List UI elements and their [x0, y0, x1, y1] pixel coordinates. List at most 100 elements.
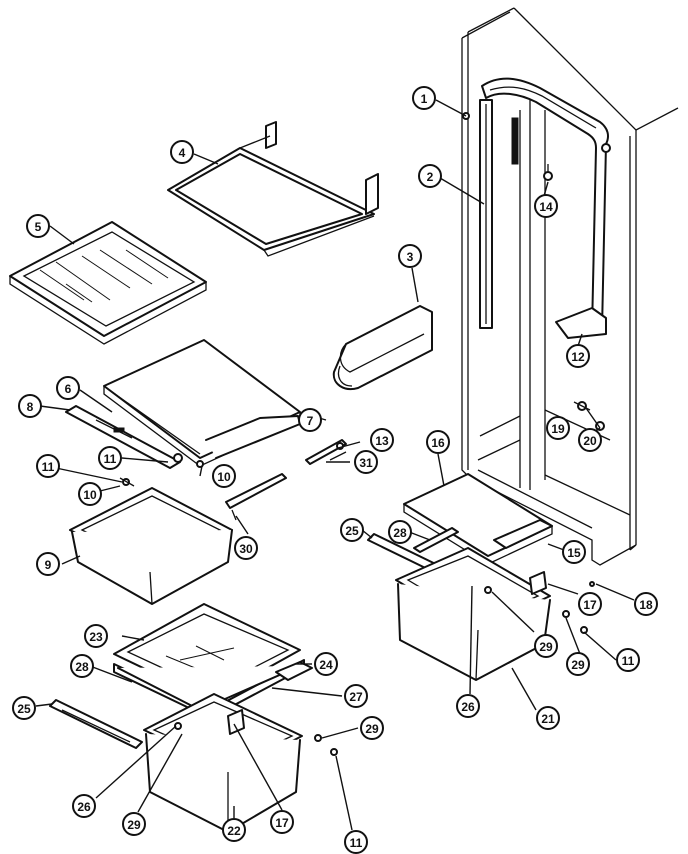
callout-label: 26: [77, 800, 91, 814]
callout-label: 28: [393, 526, 407, 540]
callout-label: 3: [407, 250, 414, 264]
callout-label: 10: [217, 470, 231, 484]
callout-label: 27: [349, 690, 363, 704]
refrigerator-cabinet: [461, 7, 679, 566]
callout-c5: 5: [26, 214, 50, 238]
callout-circle: [314, 652, 338, 676]
callout-label: 14: [539, 200, 553, 214]
callout-circle: [412, 86, 436, 110]
callout-circle: [344, 830, 368, 854]
callout-circle: [634, 592, 658, 616]
callout-c26b: 26: [72, 794, 96, 818]
callout-c25b: 25: [340, 518, 364, 542]
callout-label: 20: [583, 434, 597, 448]
callout-c11d: 11: [344, 830, 368, 854]
callout-circle: [578, 592, 602, 616]
callout-label: 26: [461, 700, 475, 714]
callout-label: 21: [541, 712, 555, 726]
callout-c1: 1: [412, 86, 436, 110]
callout-label: 12: [571, 350, 585, 364]
callout-circle: [426, 430, 450, 454]
callout-circle: [298, 408, 322, 432]
callout-circle: [36, 552, 60, 576]
callout-c10b: 10: [78, 482, 102, 506]
callout-circle: [340, 518, 364, 542]
callout-circle: [354, 450, 378, 474]
callout-label: 25: [17, 702, 31, 716]
callout-c28b: 28: [388, 520, 412, 544]
crisper-pan-9: [69, 487, 233, 605]
fasteners-10-11-left: [119, 453, 204, 487]
callout-circle: [344, 684, 368, 708]
callout-circle: [234, 536, 258, 560]
callout-circle: [222, 818, 246, 842]
callout-label: 18: [639, 598, 653, 612]
callout-c4: 4: [170, 140, 194, 164]
callout-label: 11: [104, 452, 117, 466]
callout-c21: 21: [536, 706, 560, 730]
callout-c29c: 29: [360, 716, 384, 740]
crisper-pan-22: [143, 693, 338, 833]
callout-label: 24: [319, 658, 333, 672]
cover-3: [332, 305, 433, 390]
callout-c9: 9: [36, 552, 60, 576]
callout-c25a: 25: [12, 696, 36, 720]
callout-circle: [562, 540, 586, 564]
callout-c18: 18: [634, 592, 658, 616]
crisper-cover-16: [367, 473, 553, 579]
callout-label: 29: [539, 640, 553, 654]
callout-circle: [70, 654, 94, 678]
crisper-pan-21: [395, 547, 595, 681]
callout-c17a: 17: [578, 592, 602, 616]
callout-label: 1: [421, 92, 428, 106]
callout-label: 10: [83, 488, 97, 502]
callout-circle: [12, 696, 36, 720]
rod-13-31: [305, 439, 347, 465]
callout-c7: 7: [298, 408, 322, 432]
callout-c3: 3: [398, 244, 422, 268]
callout-c31: 31: [354, 450, 378, 474]
callout-circle: [370, 428, 394, 452]
callout-label: 31: [359, 456, 373, 470]
callout-circle: [456, 694, 480, 718]
callout-label: 2: [427, 170, 434, 184]
shelf-frame-4: [167, 121, 379, 257]
callout-c20: 20: [578, 428, 602, 452]
callout-circle: [98, 446, 122, 470]
callout-circle: [360, 716, 384, 740]
callout-c29d: 29: [122, 812, 146, 836]
callout-c29a: 29: [534, 634, 558, 658]
callout-c22: 22: [222, 818, 246, 842]
callout-label: 8: [27, 400, 34, 414]
callout-c27: 27: [344, 684, 368, 708]
callout-circle: [566, 344, 590, 368]
callout-c13: 13: [370, 428, 394, 452]
callout-label: 6: [65, 382, 72, 396]
callout-circle: [566, 652, 590, 676]
callout-c10a: 10: [212, 464, 236, 488]
glass-shelf-5: [9, 221, 207, 345]
callout-label: 28: [75, 660, 89, 674]
callout-label: 30: [239, 542, 253, 556]
callout-c29b: 29: [566, 652, 590, 676]
callout-label: 11: [622, 654, 635, 668]
rail-25-left: [49, 699, 143, 749]
callout-circle: [398, 244, 422, 268]
callout-circle: [18, 394, 42, 418]
rod-30: [225, 473, 287, 521]
callout-circle: [534, 634, 558, 658]
callout-c8: 8: [18, 394, 42, 418]
callout-c16: 16: [426, 430, 450, 454]
callout-label: 4: [179, 146, 186, 160]
callout-c30: 30: [234, 536, 258, 560]
callout-circle: [36, 454, 60, 478]
callout-c14: 14: [534, 194, 558, 218]
callout-c11c: 11: [616, 648, 640, 672]
callout-circle: [536, 706, 560, 730]
callout-label: 9: [45, 558, 52, 572]
callout-circle: [418, 164, 442, 188]
callout-c19: 19: [546, 416, 570, 440]
callout-circle: [212, 464, 236, 488]
callout-label: 17: [275, 816, 289, 830]
